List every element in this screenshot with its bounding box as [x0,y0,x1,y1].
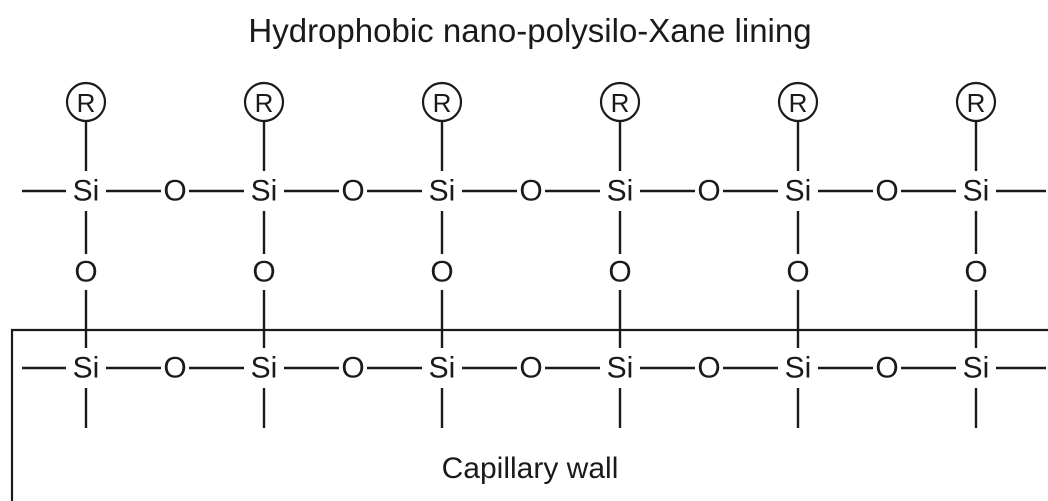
r-group-label: R [77,88,96,118]
lower-bridge-oxygen: O [519,352,542,385]
upper-silicon: Si [73,175,100,208]
capillary-wall-boundary [10,328,1048,501]
link-oxygen: O [786,256,809,289]
r-group-label: R [789,88,808,118]
upper-bridge-oxygen: O [875,175,898,208]
link-oxygen: O [964,256,987,289]
lower-bridge-oxygen: O [875,352,898,385]
upper-bridge-oxygen: O [519,175,542,208]
lower-silicon: Si [785,352,812,385]
link-oxygen: O [252,256,275,289]
lower-silicon: Si [73,352,100,385]
lower-silicon: Si [963,352,990,385]
r-group-label: R [433,88,452,118]
r-group-label: R [611,88,630,118]
lower-bridge-oxygen: O [341,352,364,385]
lower-silicon: Si [607,352,634,385]
r-group-label: R [255,88,274,118]
lower-silicon: Si [429,352,456,385]
lower-silicon: Si [251,352,278,385]
upper-bridge-oxygen: O [697,175,720,208]
diagram-title: Hydrophobic nano-polysilo-Xane lining [248,12,811,49]
upper-silicon: Si [963,175,990,208]
upper-silicon: Si [607,175,634,208]
upper-bridge-oxygen: O [163,175,186,208]
r-group-label: R [967,88,986,118]
link-oxygen: O [608,256,631,289]
link-oxygen: O [74,256,97,289]
link-oxygen: O [430,256,453,289]
lower-bridge-oxygen: O [697,352,720,385]
upper-silicon: Si [785,175,812,208]
upper-silicon: Si [429,175,456,208]
capillary-wall-label: Capillary wall [442,452,619,485]
lower-bridge-oxygen: O [163,352,186,385]
upper-bridge-oxygen: O [341,175,364,208]
upper-silicon: Si [251,175,278,208]
